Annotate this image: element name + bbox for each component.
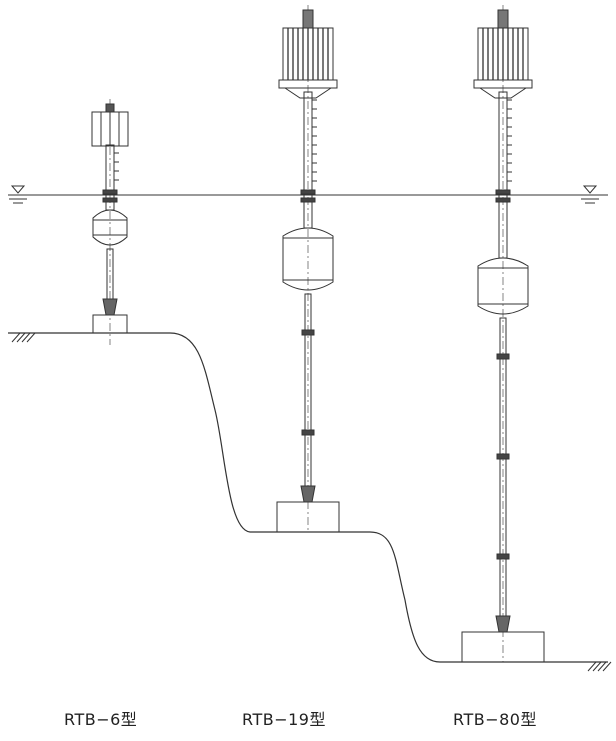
water-level-symbol	[581, 185, 599, 204]
platform-bracket	[284, 87, 332, 99]
pole-flange	[300, 197, 316, 203]
pole-flange	[300, 189, 316, 195]
buoy-drawing	[8, 5, 612, 672]
universal-joint	[495, 615, 511, 633]
buoy-rtb-6	[91, 99, 129, 345]
seabed-profile	[8, 332, 608, 663]
hatch-line	[597, 661, 607, 672]
hatch-line	[26, 332, 36, 343]
universal-joint	[300, 485, 316, 503]
buoy-rtb-80	[461, 5, 545, 663]
pole-joint	[301, 429, 315, 436]
lantern-platform	[278, 79, 338, 89]
pole-joint	[496, 453, 510, 460]
light-icon	[497, 9, 509, 29]
platform-bracket	[479, 87, 527, 99]
water-triangle-icon	[582, 185, 598, 194]
universal-joint	[102, 298, 118, 316]
label-rtb-19: RTB−19型	[242, 710, 326, 729]
light-icon	[302, 9, 314, 29]
hatch-line	[592, 661, 602, 672]
label-rtb-80: RTB−80型	[453, 710, 537, 729]
light-icon	[105, 103, 115, 113]
water-triangle-icon	[10, 185, 26, 194]
pole-flange	[102, 189, 118, 195]
float-body	[282, 227, 334, 291]
sinker-base	[461, 631, 545, 663]
buoy-rtb-19	[276, 5, 340, 533]
pole-flange	[495, 189, 511, 195]
float-body	[92, 209, 128, 246]
pole-joint	[496, 553, 510, 560]
hatch-line	[21, 332, 31, 343]
hatch-line	[11, 332, 21, 343]
water-level-symbol	[9, 185, 27, 204]
hatch-line	[16, 332, 26, 343]
seabed-hatch	[11, 332, 612, 672]
pole-joint	[496, 353, 510, 360]
hatch-line	[602, 661, 612, 672]
pole-joint	[301, 329, 315, 336]
hatch-line	[587, 661, 597, 672]
float-body	[477, 257, 529, 315]
pole-flange	[102, 197, 118, 203]
label-rtb-6: RTB−6型	[64, 710, 138, 729]
sinker-base	[276, 501, 340, 533]
lantern-platform	[473, 79, 533, 89]
sinker-base	[92, 314, 128, 334]
pole-flange	[495, 197, 511, 203]
